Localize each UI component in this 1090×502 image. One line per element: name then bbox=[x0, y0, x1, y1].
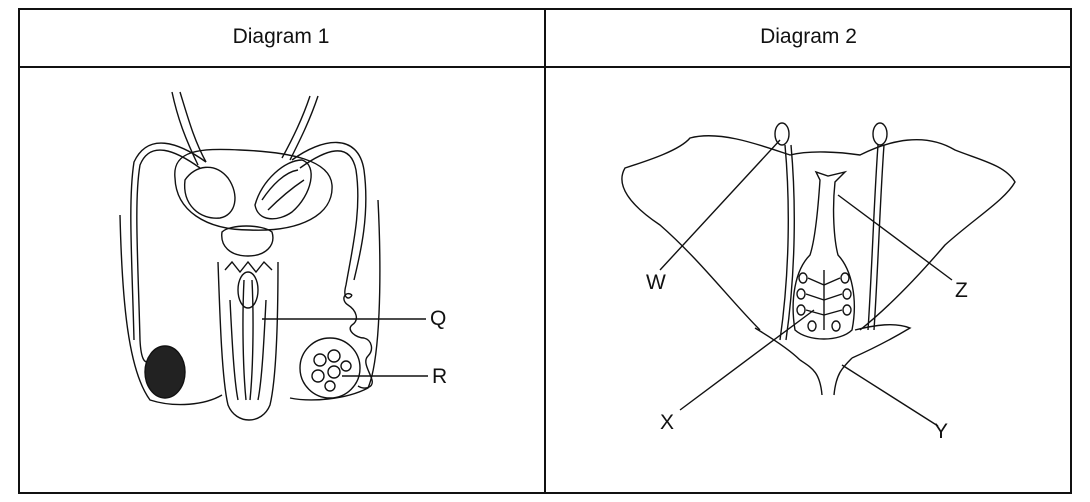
label-x: X bbox=[660, 411, 675, 434]
diagram-1-header: Diagram 1 bbox=[232, 25, 330, 48]
label-r: R bbox=[432, 365, 448, 388]
diagram-2-header: Diagram 2 bbox=[760, 25, 857, 48]
label-q: Q bbox=[430, 307, 447, 330]
label-z: Z bbox=[955, 279, 968, 302]
column-divider bbox=[544, 8, 546, 494]
label-w: W bbox=[646, 271, 666, 294]
label-y: Y bbox=[934, 420, 949, 443]
